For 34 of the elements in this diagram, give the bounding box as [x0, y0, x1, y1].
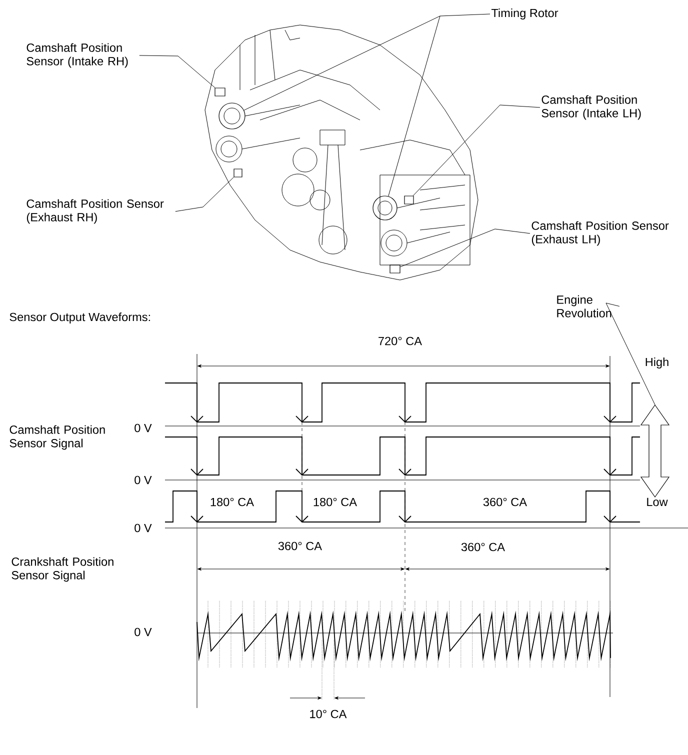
callout-label: Camshaft Position Sensor (Exhaust RH) — [26, 199, 164, 224]
leader-line — [175, 176, 234, 212]
label: 360° CA — [483, 498, 527, 506]
label: 720° CA — [378, 336, 422, 346]
label: 360° CA — [461, 542, 505, 552]
callout-label: Camshaft Position Sensor (Intake RH) — [26, 43, 128, 68]
callout-label: Engine Revolution — [557, 295, 612, 318]
label: Low — [647, 498, 668, 506]
callout-label: Camshaft Position Sensor (Exhaust LH) — [532, 221, 669, 246]
label: Sensor Output Waveforms: — [10, 312, 150, 324]
leader-line — [412, 104, 540, 196]
sensor-drawing — [390, 264, 400, 274]
label: 0 V — [134, 476, 152, 484]
sensor-drawing — [214, 88, 226, 96]
leader-line — [139, 55, 216, 88]
timing-rotor-drawing — [372, 196, 398, 220]
timing-rotor-drawing — [218, 102, 246, 130]
leader-line — [606, 302, 656, 406]
label: 0 V — [134, 524, 152, 532]
label: 0 V — [134, 628, 152, 636]
label: 10° CA — [310, 710, 347, 718]
label: 360° CA — [278, 542, 322, 550]
label: 0 V — [134, 424, 152, 432]
callout-label: Timing Rotor — [491, 8, 558, 20]
leader-line — [244, 14, 490, 196]
label: 180° CA — [210, 498, 254, 506]
label: 180° CA — [314, 498, 357, 506]
callout-label: Camshaft Position Sensor (Intake LH) — [542, 95, 641, 120]
sensor-drawing — [404, 196, 414, 204]
sensor-drawing — [234, 168, 242, 178]
label: Crankshaft Position Sensor Signal — [12, 557, 114, 582]
label: High — [646, 358, 668, 368]
label: Camshaft Position Sensor Signal — [10, 425, 105, 450]
leader-line — [400, 228, 530, 268]
